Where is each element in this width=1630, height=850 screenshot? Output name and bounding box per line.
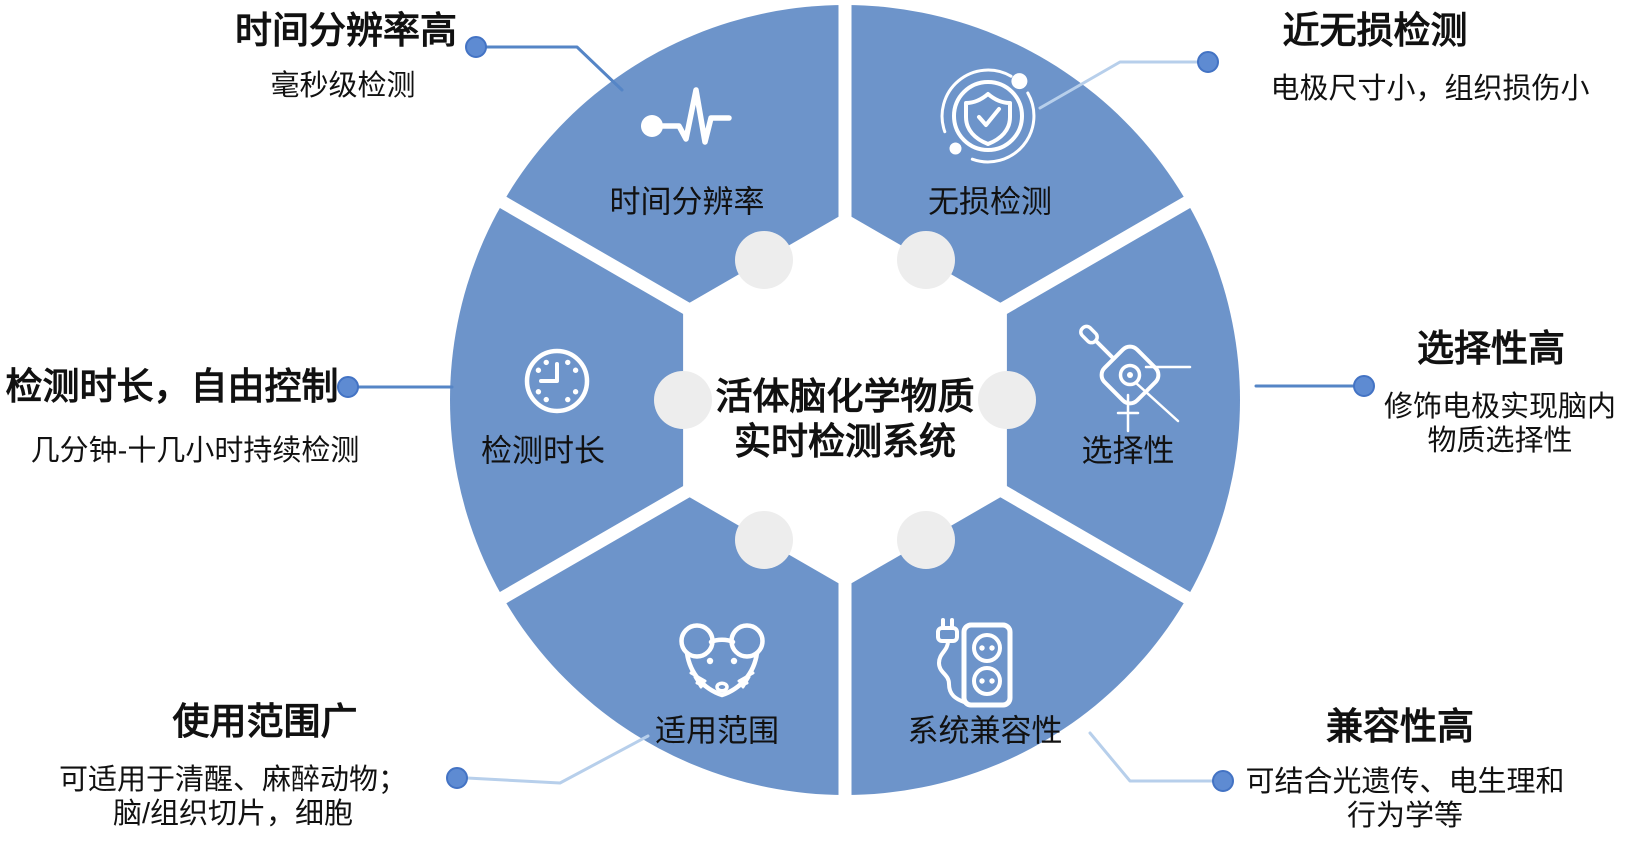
hub-circle [897,511,955,569]
callout-title-right: 选择性高 [1417,328,1565,370]
connector-dot [1212,770,1234,792]
connector-dot [465,36,487,58]
satellite-probe-icon [1079,324,1192,433]
callout-desc-top-right: 电极尺寸小，组织损伤小 [1270,72,1590,105]
callout-connector-left [337,376,454,398]
segment-label-nondestructive: 无损检测 [928,184,1052,220]
clock-icon [524,348,590,414]
power-socket-plug-icon [936,618,1013,708]
segment-label-time-resolution: 时间分辨率 [609,184,765,220]
callout-desc-top-left: 毫秒级检测 [270,69,416,102]
connector-dot [1353,375,1375,397]
callout-desc-bottom-left: 可适用于清醒、麻醉动物； 脑/组织切片，细胞 [58,763,408,830]
callout-connector-bottom-right [1088,731,1234,792]
connector-dot [1197,51,1219,73]
callout-title-top-left: 时间分辨率高 [235,10,457,52]
callout-title-bottom-right: 兼容性高 [1326,706,1474,748]
segment-label-compatibility: 系统兼容性 [907,713,1063,749]
hub-circle [978,371,1036,429]
callout-title-left: 检测时长，自由控制 [5,366,339,408]
center-hexagon [683,213,1007,587]
segment-label-selectivity: 选择性 [1081,433,1175,469]
shield-check-icon [940,68,1036,164]
callout-desc-bottom-right: 可结合光遗传、电生理和 行为学等 [1245,765,1565,832]
segment-label-duration: 检测时长 [481,433,605,469]
hub-circle [735,231,793,289]
hub-circle [654,371,712,429]
connector-dot [337,376,359,398]
callout-connector-top-left [465,36,624,92]
pulse-waveform-icon [641,87,732,145]
callout-title-bottom-left: 使用范围广 [172,701,358,743]
callout-connector-right [1254,375,1375,397]
segment-label-scope: 适用范围 [655,713,779,749]
connector-dot [446,767,468,789]
callout-connector-top-right [1038,51,1219,110]
mouse-animal-icon [679,623,765,698]
callout-connector-bottom-left [446,734,650,789]
callout-title-top-right: 近无损检测 [1282,10,1468,52]
callout-desc-right: 修饰电极实现脑内 物质选择性 [1383,390,1617,457]
hub-circle [735,511,793,569]
callout-desc-left: 几分钟-十几小时持续检测 [30,434,360,467]
hub-circle [897,231,955,289]
center-title: 活体脑化学物质 实时检测系统 [715,375,975,462]
hub-circles [654,231,1036,569]
